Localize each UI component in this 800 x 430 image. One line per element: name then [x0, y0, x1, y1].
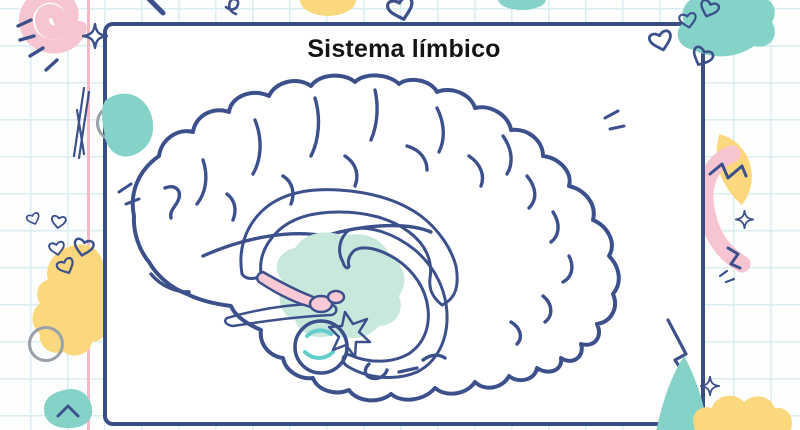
grid-margin-line: [87, 0, 90, 430]
chevron-icon: [56, 404, 80, 418]
teal-blob-icon: [101, 93, 154, 157]
zigzag-icon: [708, 162, 748, 180]
fornix-hippocampus-band: [338, 226, 449, 379]
pen-tick-icon: [146, 0, 166, 16]
teal-blob-icon: [44, 388, 93, 429]
yellow-blob-top: [300, 0, 356, 16]
sparkle-diamond-icon: [82, 23, 108, 49]
heart-icon: [677, 9, 700, 31]
dash-sparkle-icon: [718, 269, 736, 284]
fornix-column-strands: [255, 270, 346, 314]
thalamus-region: [276, 232, 405, 339]
slide-card: Sistema límbico: [103, 22, 705, 426]
teal-triangle-icon: [656, 356, 708, 430]
cingulate-corpus-callosum-band: [239, 188, 459, 307]
cerebrum-outline: [130, 73, 621, 403]
e-squiggle-icon: [224, 0, 240, 16]
sulci-lines: [149, 88, 574, 381]
hypothalamus-star: [327, 310, 372, 359]
scribble-lines-icon: [72, 86, 91, 160]
teal-cloud-icon: [677, 0, 775, 57]
yellow-cloud-icon: [693, 395, 792, 430]
sparkle-diamond-icon: [700, 376, 720, 396]
heart-icon: [49, 213, 68, 231]
pink-arc-icon: [696, 145, 751, 284]
dash-sparkle-icon: [603, 109, 626, 131]
dash-sparkle-icon: [117, 182, 141, 206]
zigzag-icon: [726, 246, 742, 270]
pink-spiral-icon: [16, 0, 87, 72]
sun-rays-icon: [16, 18, 59, 72]
olfactory-tract-strip: [224, 302, 338, 328]
gray-circle-icon: [28, 326, 64, 362]
sparkle-diamond-icon: [735, 210, 754, 229]
heart-icon: [70, 235, 97, 260]
teal-blob-top: [498, 0, 546, 10]
page-title: Sistema límbico: [307, 35, 501, 63]
limbic-system-diagram: [117, 73, 626, 403]
heart-icon: [24, 210, 43, 228]
